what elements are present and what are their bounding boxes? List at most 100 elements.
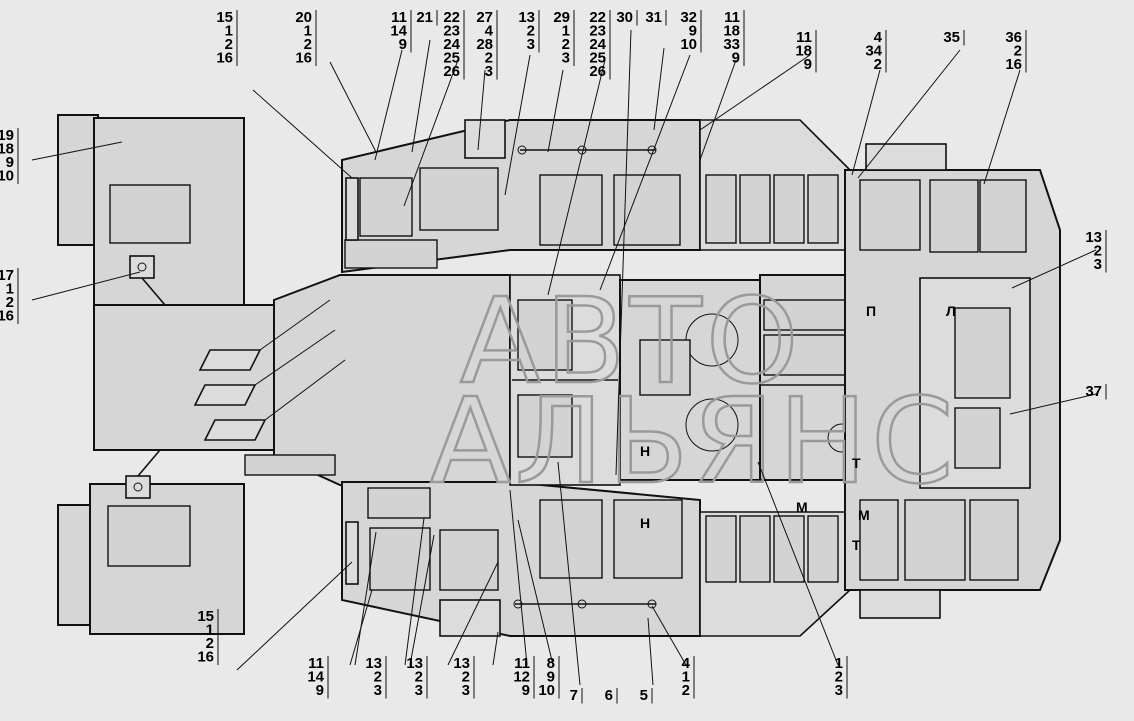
callout-number: 14 <box>307 669 324 686</box>
callout-c5: 5 <box>640 687 653 704</box>
marker-t1: Т <box>852 455 861 471</box>
callout-number: 23 <box>589 23 606 40</box>
callout-number: 9 <box>804 56 812 73</box>
callout-number: 13 <box>1085 229 1102 246</box>
marker-h1: Н <box>640 443 650 459</box>
callout-number: 21 <box>416 9 433 26</box>
callout-c30: 30 <box>616 9 638 26</box>
callout-c6: 6 <box>605 687 618 704</box>
callout-number: 18 <box>723 23 740 40</box>
callout-number: 35 <box>943 29 960 46</box>
callout-number: 16 <box>1005 56 1022 73</box>
callout-number: 25 <box>443 50 460 67</box>
callout-number: 31 <box>645 9 662 26</box>
callout-number: 2 <box>462 669 470 686</box>
callout-c37: 37 <box>1085 383 1107 400</box>
callout-number: 4 <box>682 655 691 672</box>
callout-number: 29 <box>553 9 570 26</box>
callout-number: 30 <box>616 9 633 26</box>
lower-side <box>341 481 851 637</box>
callout-number: 17 <box>0 267 14 284</box>
callout-number: 26 <box>443 63 460 80</box>
callout-number: 1 <box>304 23 312 40</box>
callout-number: 2 <box>527 23 535 40</box>
callout-number: 11 <box>391 9 407 26</box>
callout-number: 10 <box>680 36 697 53</box>
callout-number: 6 <box>605 687 613 704</box>
callout-number: 2 <box>225 36 233 53</box>
callout-number: 20 <box>295 9 312 26</box>
callout-number: 13 <box>406 655 423 672</box>
callout-number: 34 <box>865 43 882 60</box>
callout-number: 9 <box>399 36 407 53</box>
callout-number: 10 <box>0 168 14 185</box>
callout-number: 2 <box>1014 43 1022 60</box>
callout-number: 16 <box>295 50 312 67</box>
cab-section <box>193 274 511 486</box>
callout-number: 36 <box>1005 29 1022 46</box>
callout-number: 32 <box>680 9 697 26</box>
callout-number: 1 <box>682 669 690 686</box>
callout-number: 15 <box>197 608 214 625</box>
callout-number: 2 <box>485 50 493 67</box>
callout-number: 33 <box>723 36 740 53</box>
callout-number: 15 <box>216 9 233 26</box>
callout-number: 7 <box>570 687 578 704</box>
callout-number: 25 <box>589 50 606 67</box>
callout-number: 3 <box>485 63 493 80</box>
callout-number: 22 <box>443 9 460 26</box>
callout-number: 3 <box>835 682 843 699</box>
callout-number: 9 <box>689 23 697 40</box>
callout-number: 3 <box>415 682 423 699</box>
callout-number: 22 <box>589 9 606 26</box>
marker-t2: Т <box>852 537 861 553</box>
callout-number: 9 <box>316 682 324 699</box>
callout-number: 27 <box>476 9 493 26</box>
direction-markers: П Л Н Н Т Т М М <box>640 303 956 553</box>
callout-c7: 7 <box>570 687 583 704</box>
left-rear-unit <box>57 114 275 635</box>
callout-number: 37 <box>1085 383 1102 400</box>
callout-number: 11 <box>514 655 530 672</box>
callout-number: 2 <box>562 36 570 53</box>
callout-number: 9 <box>6 154 14 171</box>
callout-number: 2 <box>874 56 882 73</box>
callout-number: 3 <box>562 50 570 67</box>
marker-p1: П <box>866 303 876 319</box>
callout-number: 2 <box>304 36 312 53</box>
callout-number: 11 <box>796 29 812 46</box>
marker-l1: Л <box>946 303 956 319</box>
callout-number: 11 <box>724 9 740 26</box>
callout-number: 12 <box>513 669 530 686</box>
callout-number: 2 <box>1094 243 1102 260</box>
callout-number: 14 <box>390 23 407 40</box>
watermark-line-1: АВТО <box>460 272 803 410</box>
right-end-unit <box>844 143 1061 619</box>
marker-m2: М <box>858 507 870 523</box>
watermark-line-2: АЛЬЯНС <box>430 372 958 510</box>
callout-c21: 21 <box>416 9 438 26</box>
callout-number: 13 <box>518 9 535 26</box>
callout-number: 1 <box>6 281 14 298</box>
callout-number: 11 <box>308 655 324 672</box>
callout-number: 2 <box>374 669 382 686</box>
watermark: АВТО АЛЬЯНС <box>429 271 958 512</box>
callout-number: 3 <box>374 682 382 699</box>
callout-number: 3 <box>462 682 470 699</box>
callout-number: 2 <box>835 669 843 686</box>
